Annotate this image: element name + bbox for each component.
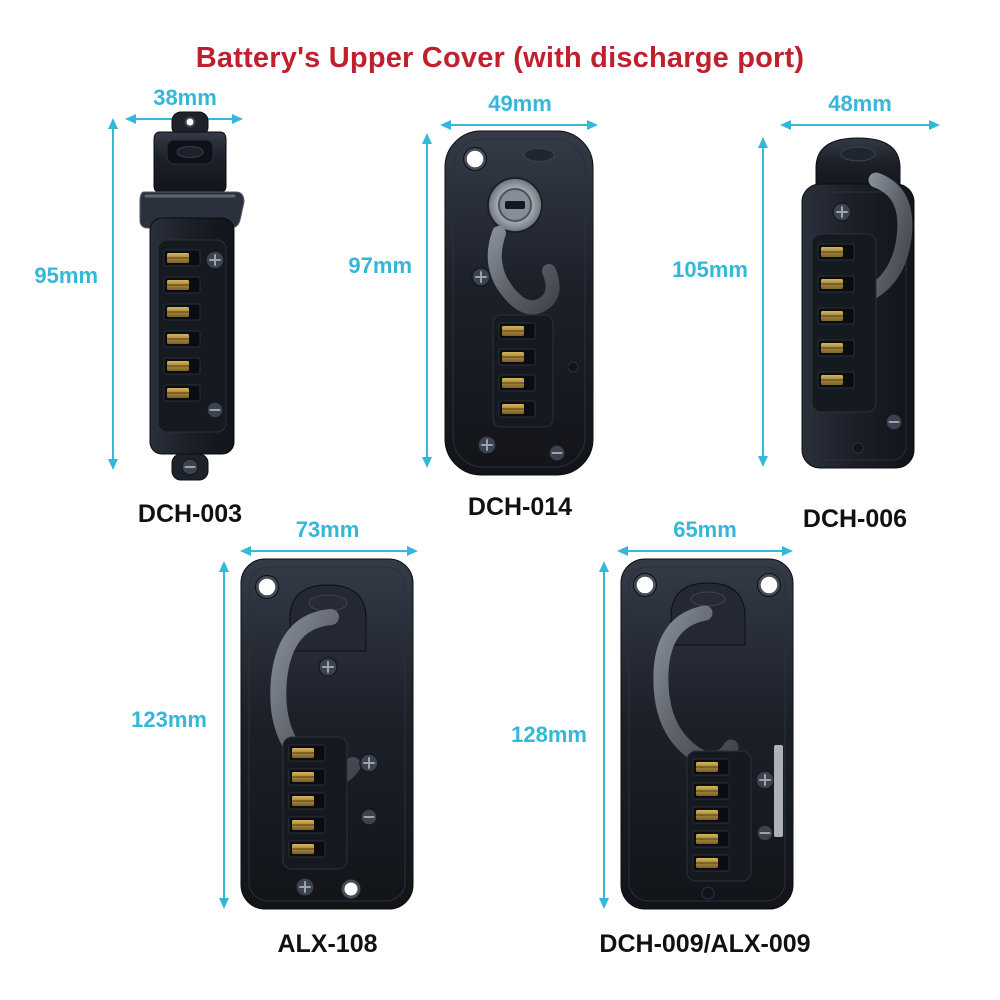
arrow-head-up xyxy=(422,133,432,144)
arrow-head-up xyxy=(758,137,768,148)
product-alx-108: 73mm 123mm xyxy=(115,515,445,980)
arrow-head-right xyxy=(232,114,243,124)
product-name: DCH-003 xyxy=(137,500,243,528)
product-name: DCH-006 xyxy=(802,505,908,533)
product-name: ALX-108 xyxy=(277,930,378,958)
arrow-shaft xyxy=(448,124,590,126)
arrow-shaft xyxy=(223,569,225,901)
screws xyxy=(852,413,903,454)
width-dimension-label: 65mm xyxy=(673,517,737,542)
arrow-head-down xyxy=(599,898,609,909)
discharge-pins xyxy=(492,314,554,428)
height-dimension-label: 123mm xyxy=(131,707,207,732)
page-title: Battery's Upper Cover (with discharge po… xyxy=(195,42,805,74)
screw xyxy=(318,657,338,677)
brand-stamp xyxy=(523,148,555,162)
discharge-pins xyxy=(811,233,877,413)
height-arrow xyxy=(756,137,770,467)
height-arrow xyxy=(106,118,120,470)
width-dimension-label: 73mm xyxy=(295,517,360,542)
clamp-hook xyxy=(487,226,560,315)
width-arrow xyxy=(780,118,940,132)
height-arrow xyxy=(420,133,434,468)
height-dimension-label: 105mm xyxy=(672,257,748,282)
product-name: DCH-009/ALX-009 xyxy=(599,930,811,958)
product-dch-003: 38mm 95mm xyxy=(20,85,310,545)
arrow-head-left xyxy=(780,120,791,130)
arrow-shaft xyxy=(625,550,785,552)
arrow-head-right xyxy=(407,546,418,556)
arrow-head-up xyxy=(219,561,229,572)
discharge-pins xyxy=(686,750,752,882)
arrow-head-right xyxy=(782,546,793,556)
width-arrow xyxy=(440,118,598,132)
arrow-head-left xyxy=(617,546,628,556)
key-lock xyxy=(487,177,543,233)
width-arrow xyxy=(240,544,418,558)
arrow-head-up xyxy=(108,118,118,129)
mount-hole xyxy=(341,879,361,899)
arrow-head-left xyxy=(125,114,136,124)
arrow-shaft xyxy=(762,145,764,459)
width-dimension-label: 49mm xyxy=(488,91,552,116)
arrow-shaft xyxy=(603,569,605,901)
screws xyxy=(471,267,579,462)
connector-head xyxy=(153,131,227,193)
width-dimension-label: 38mm xyxy=(153,85,217,110)
arrow-head-left xyxy=(240,546,251,556)
product-photo-dch-003 xyxy=(120,110,260,482)
arrow-head-left xyxy=(440,120,451,130)
height-dimension-label: 128mm xyxy=(511,722,587,747)
arrow-shaft xyxy=(248,550,410,552)
product-name: DCH-014 xyxy=(467,493,573,521)
screws xyxy=(701,770,775,900)
clamp-hook xyxy=(864,172,913,300)
arrow-shaft xyxy=(426,141,428,460)
arrow-head-down xyxy=(108,459,118,470)
product-photo-alx-108 xyxy=(233,555,421,913)
mount-hole xyxy=(755,571,783,599)
arrow-head-up xyxy=(599,561,609,572)
arrow-shaft xyxy=(112,126,114,462)
height-dimension-label: 95mm xyxy=(34,263,98,288)
width-arrow xyxy=(617,544,793,558)
side-sticker xyxy=(774,745,783,837)
width-dimension-label: 48mm xyxy=(828,91,892,116)
mount-hole xyxy=(461,145,489,173)
arrow-shaft xyxy=(788,124,932,126)
screw xyxy=(832,202,852,222)
mount-tab xyxy=(171,111,209,137)
product-dch-006: 48mm 105mm xyxy=(660,85,990,545)
discharge-pins xyxy=(282,736,348,870)
arrow-head-down xyxy=(422,457,432,468)
mount-hole xyxy=(253,573,281,601)
product-photo-dch-006 xyxy=(772,130,944,480)
mount-hole xyxy=(631,571,659,599)
arrow-head-right xyxy=(587,120,598,130)
bottom-tab xyxy=(171,453,209,481)
product-photo-dch-009-alx-009 xyxy=(613,555,801,913)
height-dimension-label: 97mm xyxy=(348,253,412,278)
height-arrow xyxy=(217,561,231,909)
product-photo-dch-014 xyxy=(435,127,603,479)
product-dch-009-alx-009: 65mm 128mm xyxy=(495,515,840,980)
height-arrow xyxy=(597,561,611,909)
arrow-head-right xyxy=(929,120,940,130)
arrow-head-down xyxy=(219,898,229,909)
product-dch-014: 49mm 97mm xyxy=(340,85,640,540)
arrow-head-down xyxy=(758,456,768,467)
